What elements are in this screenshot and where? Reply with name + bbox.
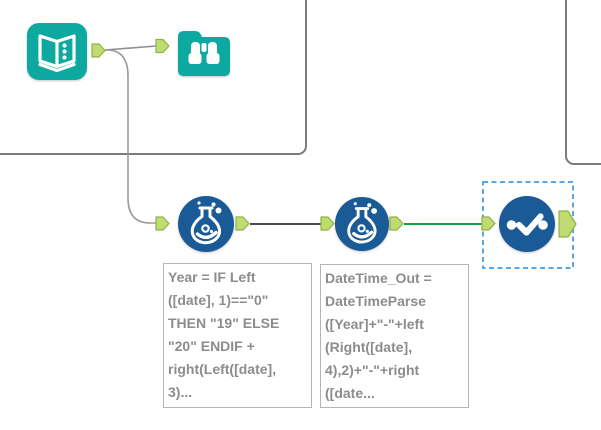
annotation-line: "20" ENDIF + xyxy=(168,338,255,354)
annotation-line: ([date... xyxy=(325,385,375,401)
output-anchor-formula2[interactable] xyxy=(389,216,404,231)
input-data-tool[interactable] xyxy=(27,23,87,80)
output-anchor-formula1[interactable] xyxy=(235,216,250,231)
flask-icon xyxy=(178,196,234,252)
formula-tool-1[interactable] xyxy=(177,195,235,253)
tool-container-right[interactable] xyxy=(565,0,601,165)
binoculars-icon xyxy=(178,31,230,76)
annotation-line: Year = IF Left xyxy=(168,269,256,285)
annotation-line: DateTime_Out = xyxy=(325,270,432,286)
output-anchor-select[interactable] xyxy=(558,210,577,238)
input-anchor-formula1[interactable] xyxy=(155,216,170,231)
annotation-formula1[interactable]: Year = IF Left ([date], 1)=="0" THEN "19… xyxy=(163,263,312,408)
annotation-line: DateTimeParse xyxy=(325,293,426,309)
input-anchor-formula2[interactable] xyxy=(320,216,335,231)
formula-tool-2[interactable] xyxy=(334,196,390,252)
input-anchor-select[interactable] xyxy=(481,216,496,231)
connection-input-to-browse[interactable] xyxy=(104,45,157,51)
output-anchor-input-data[interactable] xyxy=(91,43,106,58)
tool-container-left[interactable] xyxy=(0,0,307,155)
annotation-line: 3)... xyxy=(168,384,193,400)
checkmark-icon xyxy=(499,196,555,252)
annotation-line: THEN "19" ELSE xyxy=(168,315,280,331)
input-anchor-browse[interactable] xyxy=(155,38,170,54)
annotation-line: ([Year]+"-"+left xyxy=(325,316,424,332)
annotation-formula2[interactable]: DateTime_Out = DateTimeParse ([Year]+"-"… xyxy=(320,264,469,408)
annotation-line: (Right([date], xyxy=(325,339,413,355)
flask-icon xyxy=(334,196,390,252)
connection-input-to-formula1[interactable] xyxy=(105,49,156,224)
annotation-line: right(Left([date], xyxy=(168,361,277,377)
annotation-line: ([date], 1)=="0" xyxy=(168,292,269,308)
open-book-icon xyxy=(38,34,76,73)
annotation-line: 4),2)+"-"+right xyxy=(325,362,420,378)
select-tool[interactable] xyxy=(498,195,556,253)
browse-tool[interactable] xyxy=(176,22,232,78)
